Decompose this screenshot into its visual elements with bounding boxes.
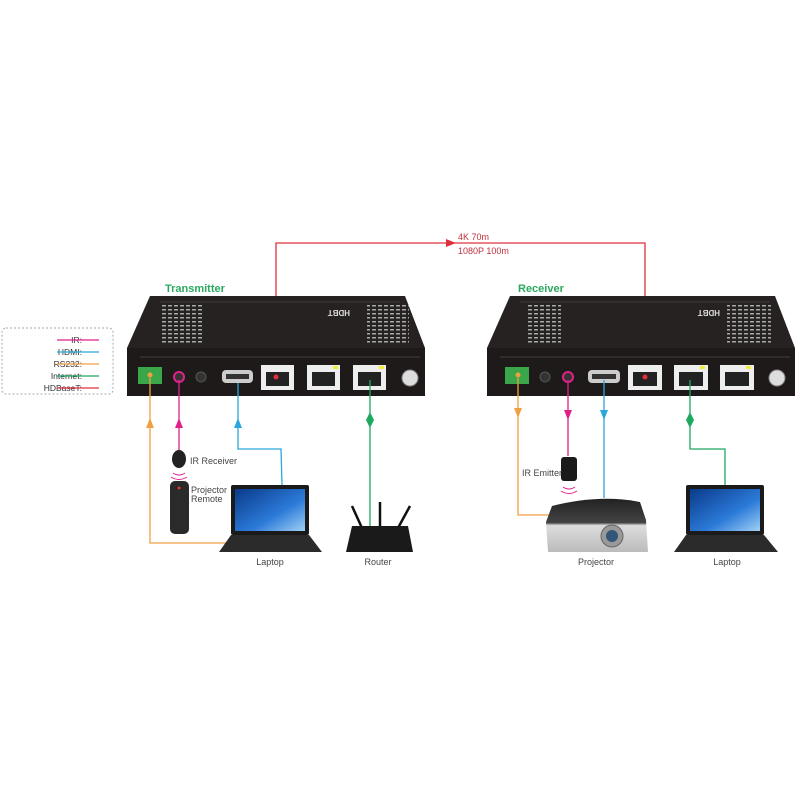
vent-grille [367, 305, 409, 345]
projector-icon [546, 498, 648, 552]
rs232-port[interactable] [138, 367, 162, 384]
vent-grille [527, 305, 561, 345]
transmitter-title: Transmitter [165, 283, 226, 295]
ir-signal-icon [170, 472, 188, 480]
transmitter: Transmitter HDBT [127, 283, 425, 396]
hdmi-cable [237, 383, 283, 486]
rs232-cable [517, 378, 550, 516]
arrow-up-icon [175, 418, 183, 428]
vent-grille [727, 305, 771, 345]
dc-power-port[interactable] [768, 369, 786, 387]
hdbt-out-port[interactable] [261, 365, 294, 390]
ir-receiver-label: IR Receiver [190, 456, 237, 466]
ir-signal-icon [560, 486, 578, 494]
rx-cables [514, 378, 726, 516]
dc-power-port[interactable] [401, 369, 419, 387]
rs232-port[interactable] [505, 367, 529, 384]
arrow-down-icon [564, 410, 572, 420]
vent-grille [162, 305, 204, 345]
legend: IR: HDMI: RS232: Internet: HDBaseT: [1, 327, 114, 395]
legend-item-rs232: RS232: [54, 359, 99, 369]
ir-out-port[interactable] [195, 371, 207, 383]
arrow-up-icon [146, 418, 154, 428]
legend-item-internet: Internet: [51, 371, 99, 381]
hdbt-in-port[interactable] [628, 365, 662, 390]
arrow-down-icon [514, 408, 522, 418]
link-spec-1080p: 1080P 100m [458, 246, 509, 256]
ethernet-port[interactable] [674, 365, 708, 390]
remote-icon [170, 481, 189, 534]
router: Router [346, 502, 413, 567]
legend-item-hdmi: HDMI: [57, 347, 99, 357]
rs232-cable [149, 378, 226, 544]
hdbt-logo: HDBT [698, 308, 720, 317]
hdbt-logo: HDBT [328, 308, 350, 317]
rx-laptop-label: Laptop [713, 557, 741, 567]
ir-receiver-icon [172, 450, 186, 468]
link-spec-4k: 4K 70m [458, 232, 489, 242]
projector: Projector [546, 498, 648, 567]
rx-laptop: Laptop [674, 485, 778, 567]
bidirectional-arrow-icon [686, 412, 694, 428]
legend-item-ir: IR: [57, 335, 99, 345]
arrow-right-icon [446, 239, 456, 247]
ir-in-port[interactable] [539, 371, 551, 383]
projector-label: Projector [578, 557, 614, 567]
arrow-down-icon [600, 410, 608, 420]
arrow-up-icon [234, 418, 242, 428]
bidirectional-arrow-icon [366, 412, 374, 428]
ir-emitter-icon [561, 457, 577, 481]
receiver: Receiver HDBT [487, 283, 795, 396]
ir-receiver: IR Receiver [170, 450, 237, 480]
legend-item-hdbaset: HDBaseT: [44, 383, 99, 393]
tx-cables [146, 378, 374, 544]
receiver-title: Receiver [518, 283, 565, 295]
tx-laptop-label: Laptop [256, 557, 284, 567]
ir-emitter: IR Emitter [522, 457, 578, 494]
ethernet-port[interactable] [307, 365, 340, 390]
router-icon [346, 526, 413, 552]
tx-laptop: Laptop [219, 485, 322, 567]
router-label: Router [364, 557, 391, 567]
ir-emitter-label: IR Emitter [522, 468, 562, 478]
ethernet-port[interactable] [720, 365, 754, 390]
projector-remote: Projector Remote [170, 481, 227, 534]
remote-label-line1: Projector [191, 485, 227, 495]
remote-label-line2: Remote [191, 494, 223, 504]
